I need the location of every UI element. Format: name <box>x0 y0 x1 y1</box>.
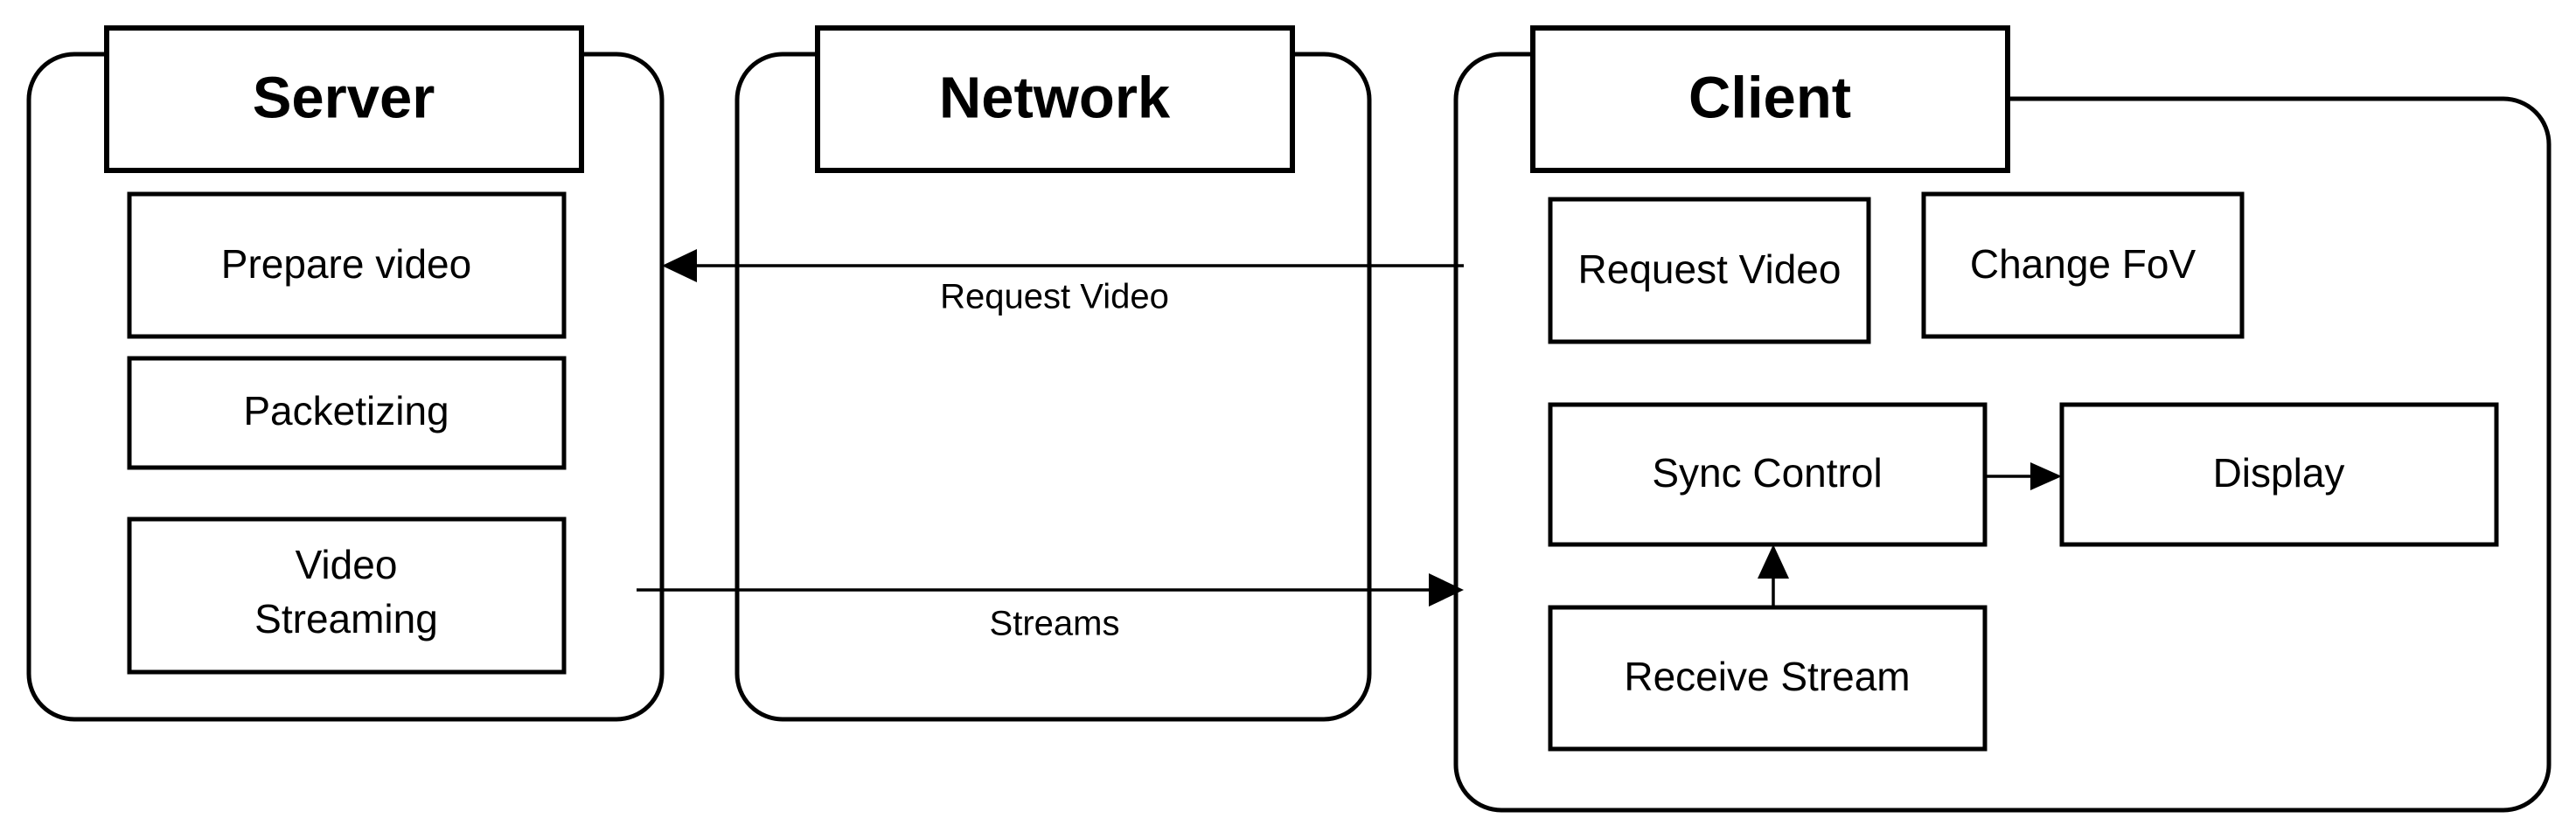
sync-to-display-edge[interactable] <box>1985 462 2062 490</box>
change-fov-box[interactable] <box>1921 191 2245 339</box>
streams-edge-label: Streams <box>990 605 1120 643</box>
video-streaming-box[interactable] <box>127 517 567 675</box>
request-video-arrow-head <box>662 249 697 282</box>
streams-arrow-head <box>1429 573 1464 607</box>
server-title-box[interactable] <box>104 25 584 173</box>
server-title-label: Server <box>253 66 435 131</box>
sync-control-box[interactable] <box>1548 402 1988 547</box>
client-panel[interactable]: Client Request Video Change FoV Sync Con… <box>1453 25 2552 813</box>
server-panel[interactable]: Server Prepare video Packetizing Video S… <box>26 25 665 722</box>
client-panel-outline <box>1453 52 2552 813</box>
request-video-box[interactable] <box>1548 197 1871 344</box>
prepare-video-box[interactable] <box>127 191 567 339</box>
network-title-box[interactable] <box>815 25 1295 173</box>
packetizing-box[interactable] <box>127 356 567 470</box>
video-streaming-label-line1: Video <box>296 542 398 587</box>
network-panel[interactable]: Network <box>735 25 1372 722</box>
receive-to-sync-edge[interactable] <box>1758 544 1789 607</box>
client-title-box[interactable] <box>1530 25 2010 173</box>
change-fov-label: Change FoV <box>1970 241 2197 287</box>
request-video-edge-label: Request Video <box>940 278 1169 316</box>
client-title-label: Client <box>1688 66 1851 131</box>
receive-to-sync-arrow-head <box>1758 544 1789 579</box>
network-panel-outline <box>735 52 1372 722</box>
request-video-edge[interactable]: Request Video <box>662 249 1464 316</box>
prepare-video-label: Prepare video <box>221 241 471 287</box>
server-panel-outline <box>26 52 665 722</box>
packetizing-label: Packetizing <box>243 388 449 433</box>
network-title-label: Network <box>939 66 1171 131</box>
streams-edge[interactable]: Streams <box>637 573 1464 643</box>
receive-stream-label: Receive Stream <box>1624 654 1910 699</box>
receive-stream-box[interactable] <box>1548 605 1988 752</box>
display-box[interactable] <box>2059 402 2499 547</box>
video-streaming-label-line2: Streaming <box>254 596 438 641</box>
display-label: Display <box>2213 450 2345 496</box>
sync-control-label: Sync Control <box>1652 450 1882 496</box>
sync-to-display-arrow-head <box>2030 462 2062 490</box>
request-video-box-label: Request Video <box>1578 246 1841 292</box>
